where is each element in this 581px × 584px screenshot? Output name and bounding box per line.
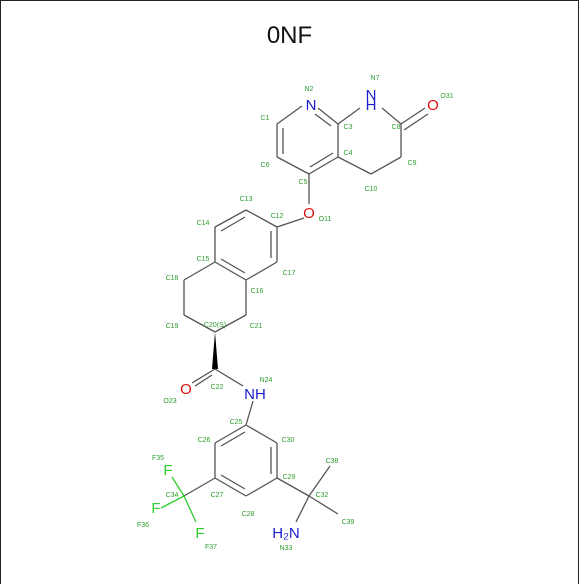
atom-label-c32: C32 [316,492,329,499]
atom-label-c38: C38 [326,458,339,465]
bond-c3-n7 [337,107,361,125]
atom-label-f35: F35 [152,455,164,462]
atom-label-c26: C26 [198,437,211,444]
atom-label-c15: C15 [197,256,210,263]
atom-label-c29: C29 [283,474,296,481]
bond-c22-o23-double [194,374,213,387]
bond-c1-n2 [276,105,303,125]
atom-symbol-o23: O [180,381,192,398]
bond-c34-f37 [183,495,197,523]
bond-c27-c28-inner [220,474,246,490]
atom-label-f36: F36 [137,522,149,529]
bond-c3-n2-inner [314,113,332,127]
atom-label-n7: N7 [371,75,380,82]
atom-symbol-n2: N [306,97,317,114]
atom-label-c27: C27 [211,492,224,499]
atom-label-n24: N24 [260,377,273,384]
atom-label-c16: C16 [251,288,264,295]
bond-c30-c25 [245,424,278,444]
bond-n7-c8 [381,107,402,125]
bond-c27-c28 [214,477,247,497]
atom-label-c5: C5 [299,179,308,186]
atom-label-o11: O11 [319,216,332,223]
atom-label-c8: C8 [392,124,401,131]
bond-c10-c4 [337,156,372,175]
bond-c16-c17 [245,261,278,281]
bond-layer [160,105,429,523]
bond-o11-c12 [276,217,305,228]
bond-c32-c38 [308,465,331,497]
atom-label-c1: C1 [261,115,270,122]
bond-c32-n33 [295,495,310,523]
atom-label-c12: C12 [271,213,284,220]
bond-c13-c14 [214,209,247,228]
atom-symbol-o11: O [303,205,315,222]
atom-label-c10: C10 [365,186,378,193]
atom-label-c19: C19 [166,323,179,330]
bond-c22-o23 [191,368,216,384]
atom-label-c3: C3 [344,124,353,131]
atom-symbol-n33: H₂N [272,525,300,542]
bond-n24-c25 [245,400,254,426]
bond-c12-c13 [245,209,278,228]
bond-c34-f36 [160,495,185,509]
bond-c32-c39 [308,495,339,515]
atom-label-n2: N2 [305,86,314,93]
atom-label-c14: C14 [197,220,210,227]
atom-symbol-n24: NH [244,386,266,403]
bond-c9-c10 [370,156,402,175]
atom-symbol-f35: F [163,462,172,479]
atom-label-c20s: C20(S) [204,322,226,329]
atom-label-o31: O31 [440,93,453,100]
bond-c5-c4-inner [309,152,334,168]
atom-label-c39: C39 [342,519,355,526]
atom-symbol-f36: F [151,500,160,517]
atom-label-layer: C1N2C3C4C5C6N7C8C9C10O11C12C13C14C15C16C… [137,75,454,552]
atom-label-c9: C9 [408,160,417,167]
atom-symbol-n7: N [366,87,377,104]
atom-label-c25: C25 [230,419,243,426]
bond-c25-c26 [214,424,247,444]
bond-c13-c14-inner [220,216,246,232]
atom-symbol-h7: H [366,97,377,114]
atom-label-c22: C22 [211,384,224,391]
bond-c22-n24 [214,368,244,387]
atom-label-c30: C30 [282,437,295,444]
atom-label-c28: C28 [242,511,255,518]
bond-c34-f35 [171,476,185,497]
atom-label-o23: O23 [163,398,176,405]
bond-c8-o31 [400,107,426,125]
bond-c6-c5 [276,156,310,175]
atom-label-n33: N33 [280,545,293,552]
atom-label-c6: C6 [261,162,270,169]
atom-label-c4: C4 [344,150,353,157]
wedge-c20-c22 [212,332,218,369]
atom-label-c34: C34 [166,492,179,499]
atom-label-c17: C17 [283,270,296,277]
bond-c15-c18 [183,261,216,281]
bond-c27-c34 [183,477,216,497]
bond-c28-c29 [245,477,278,497]
bond-c25-c26-inner [220,431,246,447]
atom-symbol-f37: F [195,525,204,542]
bond-c20-c21 [214,314,247,333]
bond-c15-c16 [214,261,247,281]
atom-label-c13: C13 [240,196,253,203]
bond-c19-c20 [183,314,216,333]
atom-symbol-o31: O [427,97,439,114]
bond-c5-c4 [308,156,339,175]
atom-label-c18: C18 [166,275,179,282]
atom-label-c21: C21 [250,323,263,330]
bond-c15-c16-inner [220,258,246,274]
bond-c8-o31-double [403,113,429,131]
molecule-title: 0NF [266,22,313,49]
atom-label-f37: F37 [205,544,217,551]
bond-c3-n2 [317,107,339,125]
bond-c29-c32 [276,477,310,497]
